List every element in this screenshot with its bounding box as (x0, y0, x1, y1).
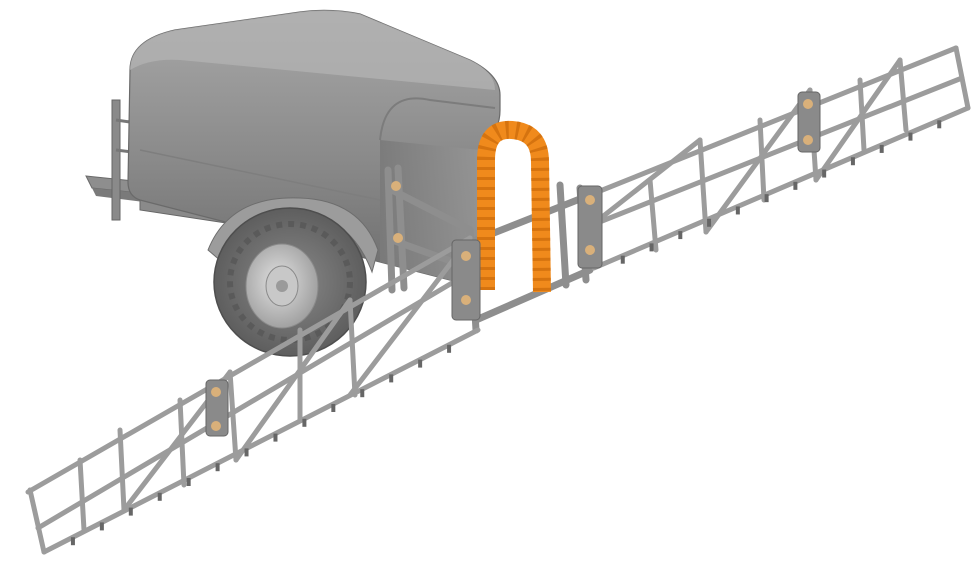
nozzle (735, 206, 740, 215)
nozzle (99, 522, 104, 531)
right-boom (587, 45, 971, 271)
nozzle (764, 194, 769, 203)
nozzle (302, 418, 307, 427)
nozzle (620, 255, 625, 264)
nozzle (244, 448, 249, 457)
nozzle (128, 507, 133, 516)
nozzle (678, 231, 683, 240)
nozzle (331, 404, 336, 412)
nozzle (447, 344, 452, 353)
nozzle (707, 218, 712, 227)
nozzle (937, 120, 942, 129)
boom-pivots (205, 91, 821, 437)
spray-nozzles (70, 120, 942, 546)
nozzle (360, 389, 365, 398)
wheel (213, 207, 367, 357)
nozzle (649, 243, 654, 252)
nozzle (879, 144, 884, 153)
nozzle (273, 433, 278, 442)
nozzle (186, 478, 191, 486)
nozzle (70, 537, 75, 546)
nozzle (215, 463, 220, 472)
nozzle (418, 359, 423, 368)
nozzle (793, 181, 798, 190)
cable-drag-chain (477, 120, 551, 293)
nozzle (908, 132, 913, 141)
nozzle (822, 169, 827, 178)
nozzle (850, 157, 855, 166)
nozzle (157, 492, 162, 501)
nozzle (389, 374, 394, 383)
